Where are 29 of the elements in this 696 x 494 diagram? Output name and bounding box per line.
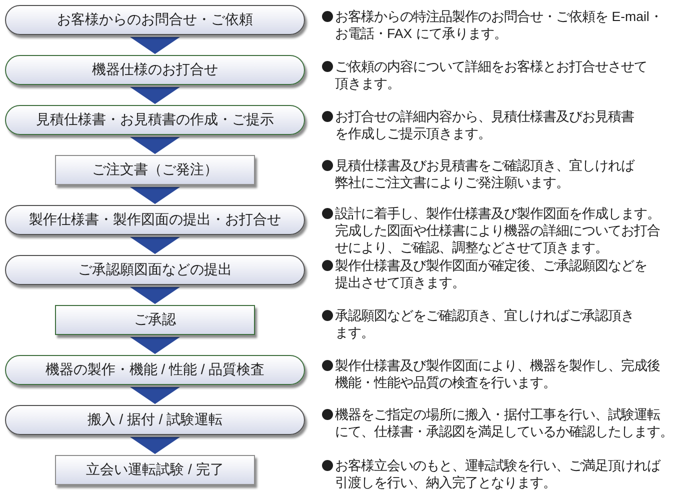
rounded-step-box: お客様からのお問合せ・ご依頼: [5, 5, 305, 35]
step-box: ご注文書（ご発注）: [55, 155, 255, 185]
note-text: 見積仕様書及びお見積書をご確認頂き、宜しければ弊社にご注文書によりご発注願います。: [335, 156, 636, 190]
rounded-step-box: 搬入 / 据付 / 試験運転: [5, 405, 305, 435]
note-text: 製作仕様書及び製作図面が確定後、ご承認願図などを提出させて頂きます。: [335, 256, 648, 290]
note-text: 設計に着手し、製作仕様書及び製作図面を作成します。完成した図面や仕様書により機器の詳細についてお打合せにより、ご確認、調整などさせて頂きます。: [335, 204, 661, 256]
arrow: [130, 37, 180, 54]
arrow: [130, 437, 180, 454]
arrow: [130, 287, 180, 304]
step-box: ご承認: [55, 305, 255, 335]
arrow: [130, 337, 180, 354]
rounded-step-box: 製作仕様書・製作図面の提出・お打合せ: [5, 205, 305, 235]
rounded-step-box: 機器仕様のお打合せ: [5, 55, 305, 85]
note-text: お客様立会いのもと、運転試験を行い、ご満足頂ければ引渡しを行い、納入完了となります。: [335, 456, 662, 490]
rounded-step-box: 機器の製作・機能 / 性能 / 品質検査: [5, 355, 305, 385]
rounded-step-box: ご承認願図面などの提出: [5, 255, 305, 285]
step-box: 立会い運転試験 / 完了: [55, 455, 255, 485]
note-text: 承認願図などをご確認頂き、宜しければご承認頂きます。: [335, 306, 635, 340]
note-text: お打合せの詳細内容から、見積仕様書及びお見積書を作成しご提示頂きます。: [335, 108, 635, 142]
arrow: [130, 187, 180, 204]
note-text: 製作仕様書及び製作図面により、機器を製作し、完成後機能・性能や品質の検査を行います。: [335, 356, 661, 390]
arrow: [130, 137, 180, 154]
note-text: ご依頼の内容について詳細をお客様とお打合せさせて頂きます。: [335, 58, 648, 92]
note-text: 機器をご指定の場所に搬入・据付工事を行い、試験運転にて、仕様書・承認図を満足しているか確認したします。: [335, 406, 674, 440]
arrow: [130, 387, 180, 404]
arrow: [130, 237, 180, 254]
note-text: お客様からの特注品製作のお問合せ・ご依頼を E-mail・お電話・FAX にて承ります。: [335, 8, 664, 42]
rounded-step-box: 見積仕様書・お見積書の作成・ご提示: [5, 105, 305, 135]
arrow: [130, 87, 180, 104]
